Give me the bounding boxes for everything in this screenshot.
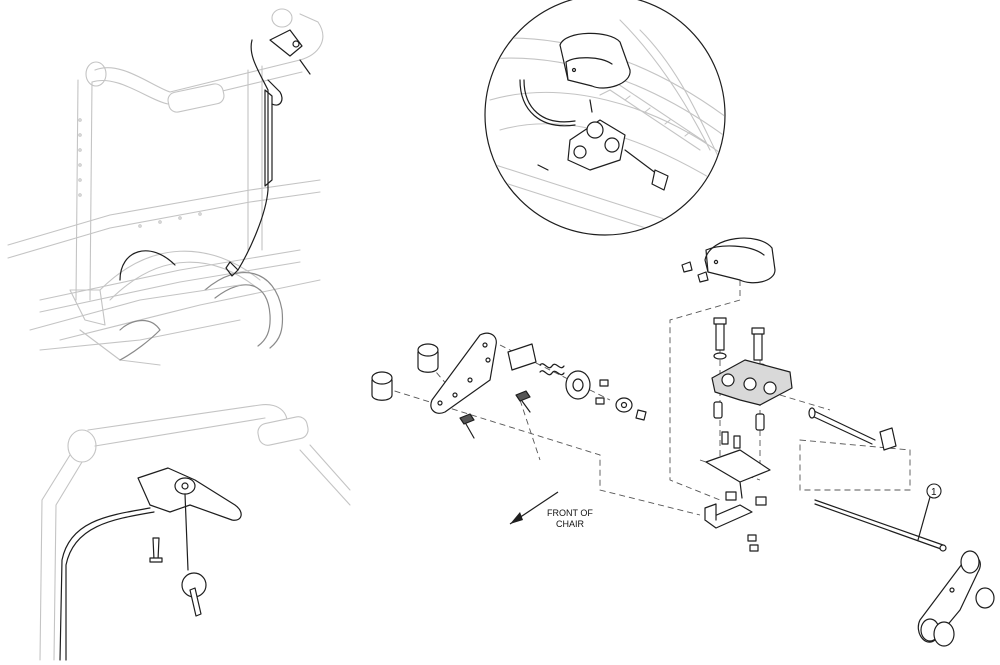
chain-links <box>599 81 706 151</box>
front-of-chair-indicator: FRONT OF CHAIR <box>509 491 593 529</box>
rail-holes <box>78 118 202 228</box>
circular-detail-view <box>484 0 726 236</box>
callout-bubble-icon: 1 <box>926 483 942 499</box>
frame-overview-illustration <box>7 8 324 366</box>
brake-lever-detail <box>39 404 351 661</box>
callout-number: 1 <box>931 487 937 498</box>
exploded-assembly <box>371 237 995 647</box>
front-of-chair-text-line1: FRONT OF <box>547 508 593 518</box>
spacer-pair <box>371 343 439 401</box>
arrow-head-icon <box>510 512 523 524</box>
front-of-chair-text-line2: CHAIR <box>556 519 585 529</box>
